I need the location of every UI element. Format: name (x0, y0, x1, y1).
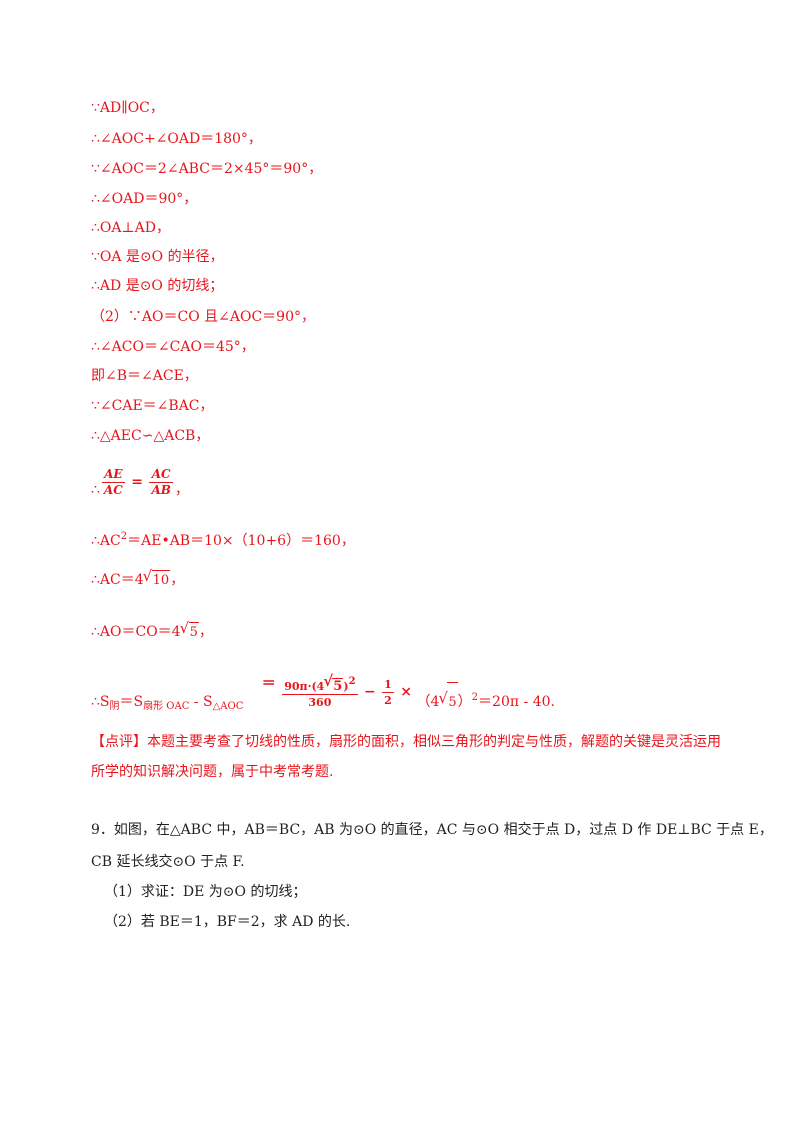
ratio-prefix: ∴ (91, 482, 100, 498)
ac-text: ∴AC＝4 (91, 572, 144, 588)
sector-num-sqrt: 5 (323, 674, 344, 694)
paren-a: （4 (416, 694, 440, 710)
paren-sqrt: 5 (438, 678, 458, 723)
ratio-right-den: AB (151, 482, 171, 497)
ac-sq-sup: 2 (120, 531, 128, 542)
sector-num-radicand: 5 (332, 678, 344, 694)
proof-line-3: ∵∠AOC＝2∠ABC＝2×45°＝90°， (91, 161, 323, 177)
comment-block: 【点评】本题主要考查了切线的性质，扇形的面积，相似三角形的判定与性质，解题的关键… (91, 734, 721, 780)
area-sub-sector: 扇形 OAC (143, 701, 190, 712)
area-minus2: − (363, 684, 376, 700)
area-right: （45）2＝20π - 40. (416, 678, 555, 718)
problem9-line2: CB 延长线交⊙O 于点 F. (91, 854, 245, 870)
area-prefix: ∴S (91, 694, 110, 710)
ratio-left-den: AC (103, 482, 123, 497)
proof-line-2: ∴∠AOC+∠OAD＝180°， (91, 131, 262, 147)
ratio-suffix: ， (174, 482, 189, 498)
sector-fraction: 90π·(4 5)2 360 (282, 674, 358, 710)
ao-sqrt: 5 (180, 618, 199, 643)
problem9-q2: （2）若 BE＝1，BF＝2，求 AD 的长. (104, 914, 351, 930)
ratio-left-num: AE (101, 467, 125, 483)
ac-sq-text-b: ＝AE•AB＝10×（10+6）＝160， (127, 533, 355, 549)
problem9-line1: 9．如图，在△ABC 中，AB＝BC，AB 为⊙O 的直径，AC 与⊙O 相交于… (91, 822, 773, 838)
ao-suffix: ， (198, 624, 213, 640)
ac-line: ∴AC＝4 10， (91, 566, 185, 591)
proof-line-9: ∴∠ACO＝∠CAO＝45°， (91, 339, 255, 355)
ao-text: ∴AO＝CO＝4 (91, 624, 181, 640)
area-sub-shadow: 阴 (109, 701, 120, 712)
sector-num: 90π·(4 5)2 (282, 674, 358, 695)
ao-line: ∴AO＝CO＝4 5， (91, 618, 213, 643)
ac-suffix: ， (170, 572, 185, 588)
sector-num-sup: 2 (348, 676, 356, 687)
ratio-eq: = (131, 474, 143, 490)
area-sub-triangle: △AOC (212, 701, 244, 712)
proof-line-5: ∴OA⊥AD， (91, 220, 170, 236)
proof-line-7: ∴AD 是⊙O 的切线； (91, 278, 224, 294)
paren-b: ） (457, 694, 472, 710)
proof-line-6: ∵OA 是⊙O 的半径， (91, 249, 224, 265)
problem9-q1: （1）求证：DE 为⊙O 的切线； (104, 884, 307, 900)
half-num: 1 (382, 677, 394, 693)
ac-sq-text-a: ∴AC (91, 533, 121, 549)
proof-line-11: ∵∠CAE＝∠BAC， (91, 398, 214, 414)
ac-sqrt: 10 (143, 566, 171, 591)
proof-line-4: ∴∠OAD＝90°， (91, 191, 198, 207)
half-den: 2 (384, 693, 392, 707)
area-result: ＝20π - 40. (478, 694, 555, 710)
proof-line-12: ∴△AEC∽△ACB， (91, 428, 210, 444)
area-left: ∴S阴＝S扇形 OAC - S△AOC (91, 694, 244, 712)
area-minus: - S (189, 694, 213, 710)
sector-den: 360 (308, 696, 332, 709)
area-mid: ＝S (119, 694, 144, 710)
sector-num-a: 90π·(4 (284, 680, 325, 693)
sector-num-b: ) (343, 680, 349, 693)
ac-squared-line: ∴AC2＝AE•AB＝10×（10+6）＝160， (91, 527, 355, 551)
ao-radicand: 5 (188, 622, 199, 643)
area-times: × (400, 684, 413, 700)
paren-radicand: 5 (447, 682, 458, 723)
proof-line-1: ∵AD∥OC， (91, 100, 164, 116)
ratio-right-num: AC (149, 467, 173, 483)
proof-line-10: 即∠B＝∠ACE， (91, 368, 198, 384)
proof-line-8: （2）∵AO＝CO 且∠AOC＝90°， (91, 309, 315, 325)
paren-sup: 2 (471, 692, 479, 703)
area-eq: ＝ (261, 676, 276, 692)
ac-radicand: 10 (151, 570, 171, 591)
